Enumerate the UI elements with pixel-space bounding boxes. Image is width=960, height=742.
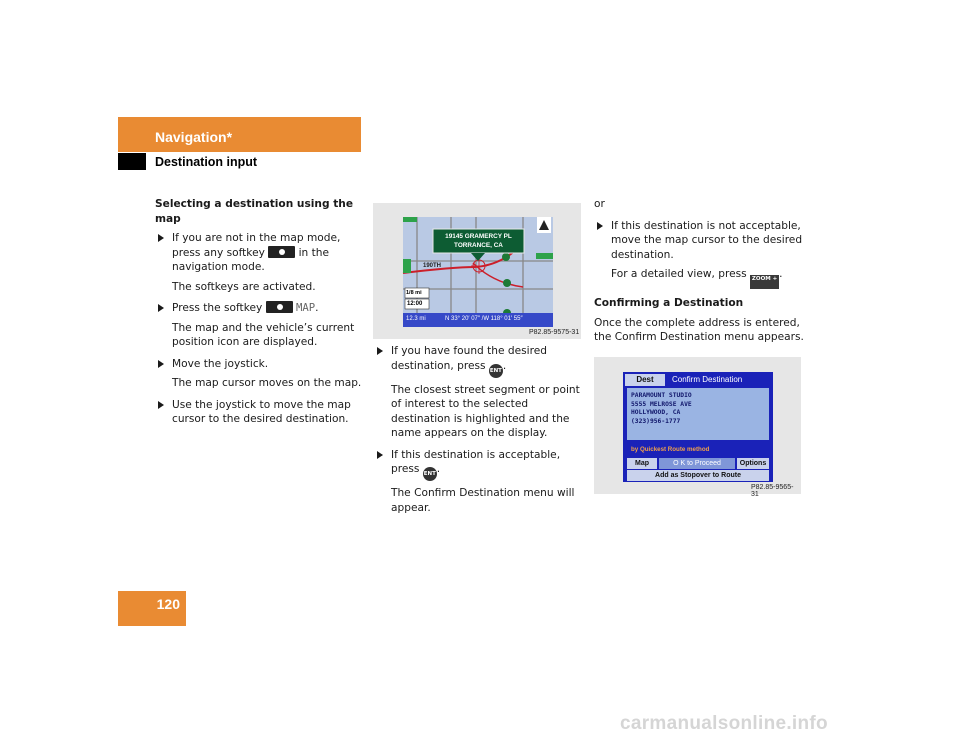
- col1-b1-text-a: If you are not in the map mode, press an…: [172, 232, 341, 259]
- subsection-title: Destination input: [155, 155, 258, 169]
- col2-bullet-2: If this destination is acceptable, press…: [374, 448, 580, 481]
- confirm-title: Confirm Destination: [672, 375, 743, 384]
- map-time: 12:00: [407, 301, 423, 307]
- softkey-icon: [265, 301, 293, 313]
- map-address-box: 19145 GRAMERCY PL TORRANCE, CA: [435, 232, 522, 250]
- col2-b2-text: If this destination is acceptable, press: [391, 448, 561, 476]
- map-address-line-2: TORRANCE, CA: [454, 242, 503, 249]
- col1-bullet-4: Use the joystick to move the map cursor …: [155, 398, 367, 427]
- address-line-4: (323)956-1777: [631, 417, 681, 425]
- section-title: Navigation*: [155, 129, 233, 145]
- col3-heading: Confirming a Destination: [594, 297, 744, 309]
- col3-note-1: For a detailed view, press ZOOM +.: [594, 267, 804, 289]
- address-line-2: 5555 MELROSE AVE: [631, 400, 692, 408]
- col1-bullet-1: If you are not in the map mode, press an…: [155, 231, 367, 275]
- col1-note-1: The softkeys are activated.: [172, 280, 316, 293]
- add-stopover-button[interactable]: Add as Stopover to Route: [627, 470, 769, 481]
- confirm-screen: Dest Confirm Destination PARAMOUNT STUDI…: [623, 372, 773, 482]
- address-lines: PARAMOUNT STUDIO 5555 MELROSE AVE HOLLYW…: [627, 388, 769, 426]
- col3-or: or: [594, 198, 605, 210]
- subsection-marker: [118, 153, 146, 170]
- options-button[interactable]: Options: [737, 458, 769, 469]
- address-line-1: PARAMOUNT STUDIO: [631, 392, 692, 399]
- address-line-3: HOLLYWOOD, CA: [631, 409, 681, 417]
- col1-bullet-3: Move the joystick.: [155, 357, 367, 372]
- map-coordinates: N 33° 20′ 07″ /W 118° 01′ 55″: [445, 316, 523, 322]
- col2-bullet-1: If you have found the desired destinatio…: [374, 344, 580, 378]
- page-number-box: [118, 591, 186, 626]
- map-screen-figure: 19145 GRAMERCY PL TORRANCE, CA 190TH 1/8…: [373, 203, 581, 339]
- col3-paragraph: Once the complete address is entered, th…: [594, 316, 804, 344]
- col1-bullet-2: Press the softkey MAP.: [155, 301, 367, 316]
- confirm-figure-code: P82.85-9565-31: [751, 484, 794, 498]
- route-method: by Quickest Route method: [631, 446, 710, 453]
- column-1: Selecting a destination using the map If…: [155, 197, 367, 427]
- map-street-label: 190TH: [423, 263, 442, 269]
- ok-to-proceed-button[interactable]: O K to Proceed: [659, 458, 735, 469]
- header-band: [118, 117, 361, 152]
- map-figure-code: P82.85-9575-31: [529, 329, 580, 336]
- map-distance: 12.3 mi: [406, 316, 426, 322]
- column-3: or If this destination is not acceptable…: [594, 197, 804, 345]
- address-panel: PARAMOUNT STUDIO 5555 MELROSE AVE HOLLYW…: [627, 388, 769, 440]
- watermark: carmanualsonline.info: [620, 713, 828, 734]
- col3-note-text: For a detailed view, press: [611, 268, 747, 280]
- col1-heading: Selecting a destination using the map: [155, 198, 354, 225]
- map-button[interactable]: Map: [627, 458, 657, 469]
- map-softkey-label: MAP: [296, 302, 316, 314]
- zoom-key-icon: ZOOM +: [750, 275, 780, 289]
- dest-tab: Dest: [625, 374, 665, 386]
- confirm-screen-figure: Dest Confirm Destination PARAMOUNT STUDI…: [594, 357, 801, 498]
- col2-b1-text: If you have found the desired destinatio…: [391, 345, 547, 372]
- col2-note-1: The closest street segment or point of i…: [391, 383, 580, 440]
- map-address-line-1: 19145 GRAMERCY PL: [445, 233, 512, 240]
- map-scale: 1/8 mi: [406, 290, 422, 296]
- softkey-icon: [268, 245, 296, 258]
- ent-key-icon: ENT: [488, 363, 503, 378]
- col1-note-2: The map and the vehicle’s current positi…: [172, 321, 355, 349]
- column-2: If you have found the desired destinatio…: [374, 344, 580, 515]
- map-screen-image: [402, 217, 553, 327]
- col2-note-2: The Confirm Destination menu will appear…: [391, 487, 575, 514]
- col1-b2-text: Press the softkey: [172, 302, 263, 314]
- col1-b1-text-b: in the navigation mode.: [172, 246, 330, 274]
- page-number: 120: [156, 596, 180, 612]
- col1-note-3: The map cursor moves on the map.: [172, 377, 362, 389]
- col3-bullet-1: If this destination is not acceptable, m…: [594, 219, 804, 263]
- ent-key-icon: ENT: [422, 467, 437, 481]
